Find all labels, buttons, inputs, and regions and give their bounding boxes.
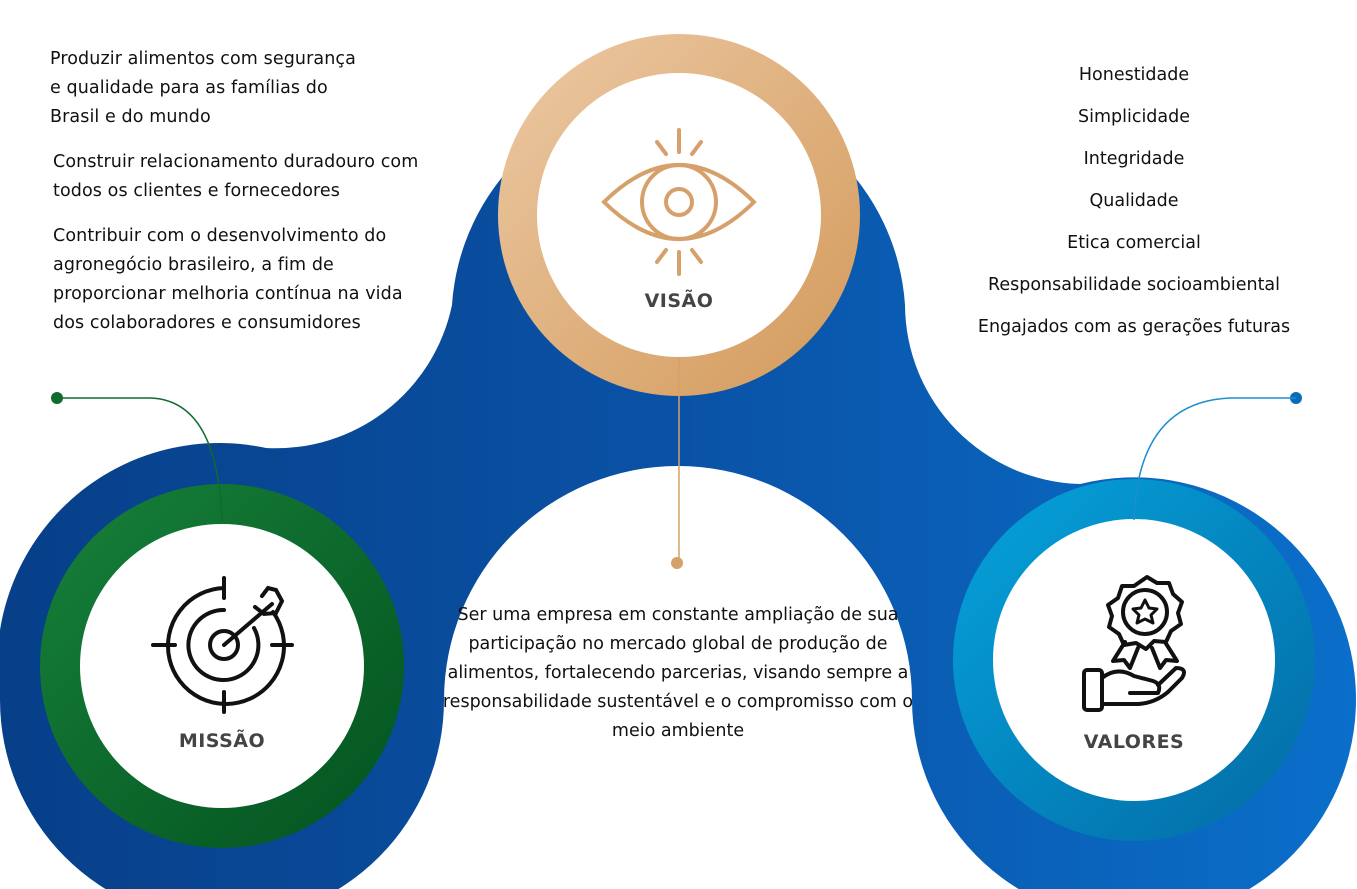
eye-icon (601, 128, 757, 276)
target-arrow-icon (151, 576, 294, 714)
mission-label: MISSÃO (178, 730, 266, 752)
values-item: Etica comercial (1067, 233, 1201, 253)
values-item: Engajados com as gerações futuras (977, 317, 1291, 337)
mission-item-1: Produzir alimentos com segurança e quali… (50, 49, 356, 127)
values-item: Responsabilidade socioambiental (987, 275, 1281, 295)
vision-connector (671, 357, 683, 569)
values-item: Simplicidade (1077, 107, 1191, 127)
vision-label: VISÃO (644, 290, 714, 312)
mission-connector (51, 392, 223, 523)
values-label: VALORES (1083, 731, 1185, 753)
vision-text: Ser uma empresa em constante ampliação d… (442, 605, 914, 741)
values-list: Honestidade Simplicidade Integridade Qua… (950, 60, 1318, 354)
mission-item-3: Contribuir com o desenvolvimento do agro… (53, 226, 403, 333)
values-connector (1133, 392, 1302, 521)
values-item: Qualidade (1089, 191, 1179, 211)
mission-circle (40, 484, 404, 848)
values-item: Integridade (1083, 149, 1185, 169)
values-item: Honestidade (1078, 65, 1190, 85)
award-hand-icon (1082, 575, 1186, 712)
mission-item-2: Construir relacionamento duradouro com t… (53, 152, 419, 201)
